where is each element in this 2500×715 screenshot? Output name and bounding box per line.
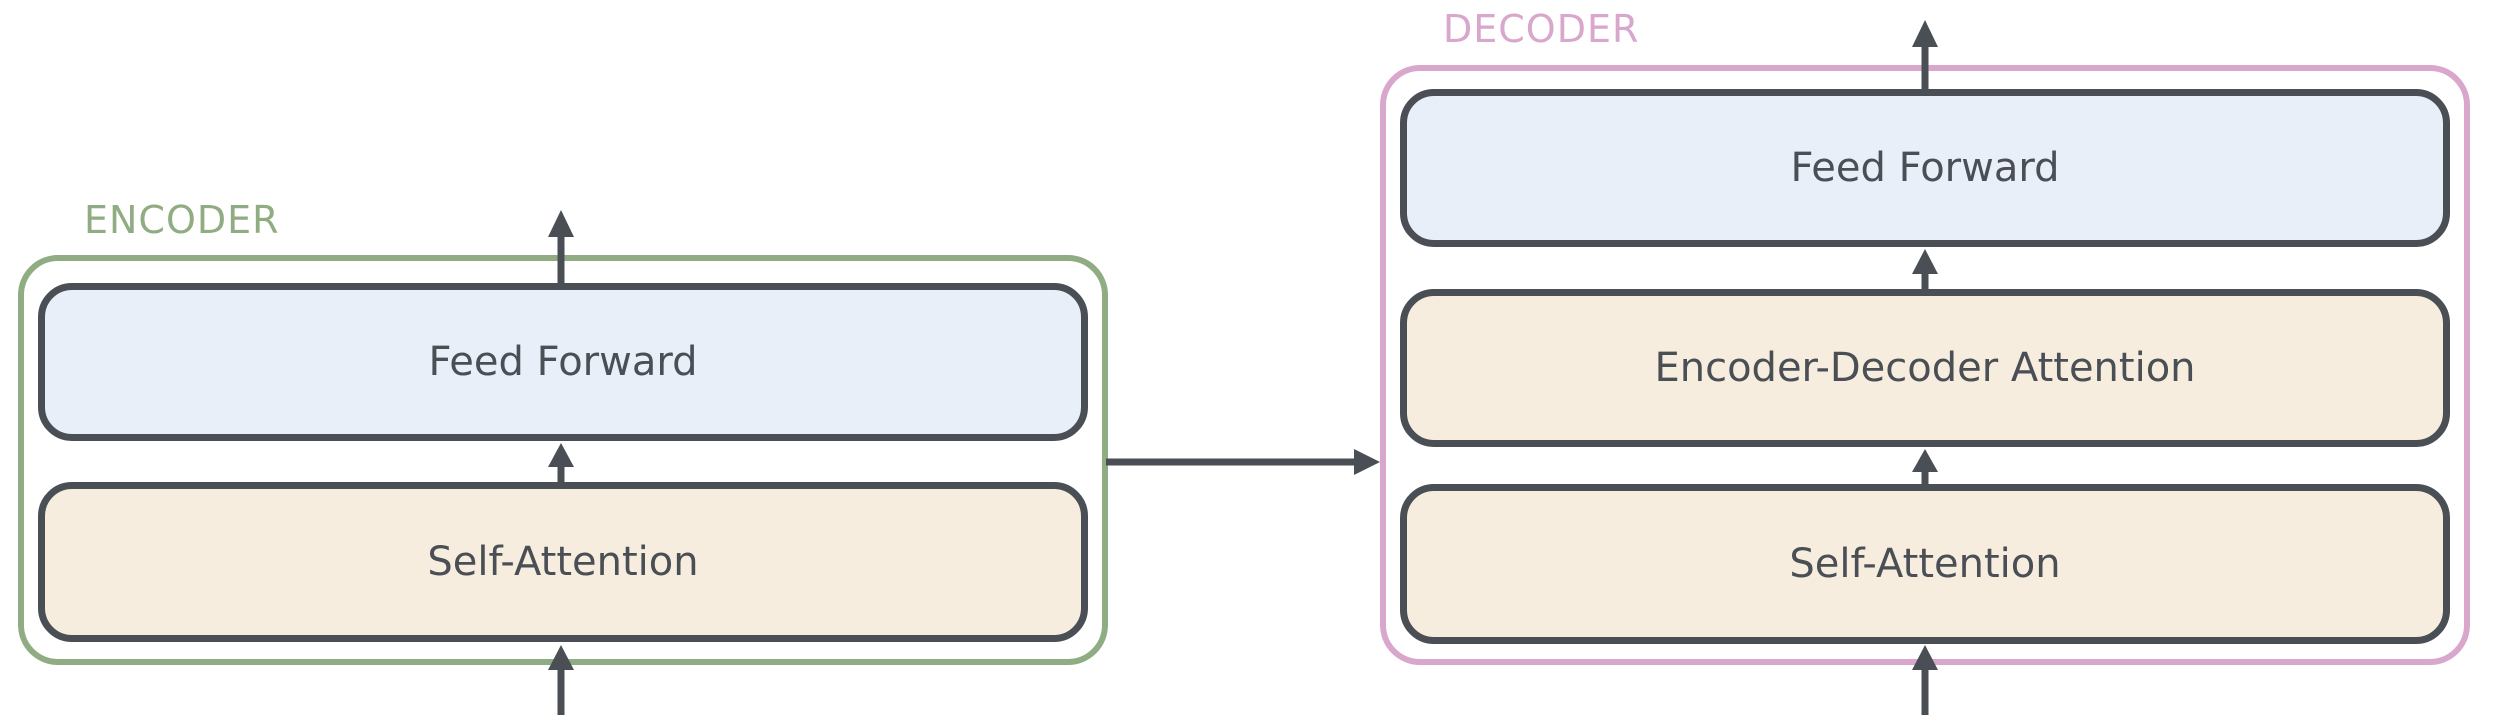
decoder-self-attention-label: Self-Attention	[1789, 541, 2061, 587]
encoder-self-attention-label: Self-Attention	[427, 539, 699, 585]
encoder-to-decoder-arrow	[1106, 449, 1380, 475]
encoder-feed-forward-label: Feed Forward	[428, 339, 698, 385]
decoder-self-attention-block: Self-Attention	[1400, 484, 2450, 644]
decoder-feed-forward-label: Feed Forward	[1790, 145, 2060, 191]
encoder-self-attention-block: Self-Attention	[38, 482, 1088, 642]
decoder-feed-forward-block: Feed Forward	[1400, 89, 2450, 247]
encoder-feed-forward-block: Feed Forward	[38, 283, 1088, 441]
decoder-encoder-decoder-attention-block: Encoder-Decoder Attention	[1400, 289, 2450, 447]
decoder-label: DECODER	[1443, 7, 1640, 51]
decoder-encoder-decoder-attention-label: Encoder-Decoder Attention	[1654, 345, 2196, 391]
encoder-label: ENCODER	[84, 198, 280, 242]
